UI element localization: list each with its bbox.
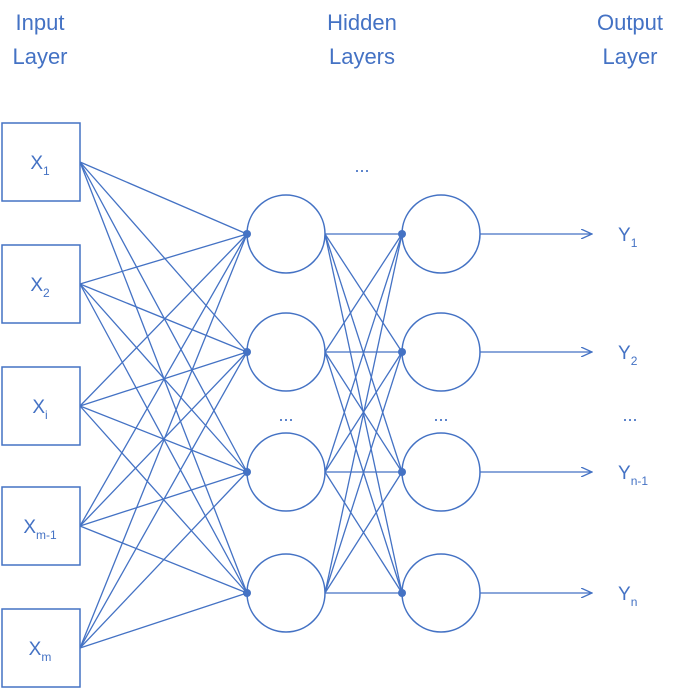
edge-input-2-to-hidden1-2 (79, 283, 248, 353)
input-node-1 (1, 122, 81, 202)
input-node-5 (1, 608, 81, 688)
edge-input-3-to-hidden1-1 (79, 233, 248, 407)
edge-input-5-to-hidden1-1 (79, 233, 248, 649)
hidden-layer-2-ellipsis: ... (433, 405, 448, 425)
hidden-layer-2-neuron-1 (401, 194, 481, 274)
connection-points (243, 230, 406, 597)
output-layer-title-line-1: Output (597, 10, 663, 35)
hidden-layers (246, 194, 481, 633)
hidden-layer-2-input-point-3 (398, 468, 406, 476)
hidden-layer-2-input-point-2 (398, 348, 406, 356)
edge-hidden1-4-to-hidden2-2 (324, 351, 403, 594)
edge-input-1-to-hidden1-1 (79, 161, 248, 235)
edge-input-5-to-hidden1-4 (79, 592, 248, 649)
hidden-layer-1-neuron-4 (246, 553, 326, 633)
edge-input-2-to-hidden1-3 (79, 283, 248, 473)
output-label-2: Y2 (618, 343, 638, 368)
hidden-layer-1-input-point-2 (243, 348, 251, 356)
input-node-3 (1, 366, 81, 446)
input-layer (1, 122, 81, 688)
edge-hidden1-2-to-hidden2-1 (324, 233, 403, 353)
edge-hidden1-4-to-hidden2-3 (324, 471, 403, 594)
hidden-layer-1-neuron-2 (246, 312, 326, 392)
edge-hidden1-4-to-hidden2-1 (324, 233, 403, 594)
input-node-label-3: Xi (32, 397, 47, 422)
hidden-layer-2-input-point-4 (398, 589, 406, 597)
input-layer-title-line-2: Layer (12, 44, 67, 69)
hidden-layer-2-input-point-1 (398, 230, 406, 238)
hidden-layers-title-line-1: Hidden (327, 10, 397, 35)
output-label-4: Yn (618, 584, 637, 609)
output-label-1: Y1 (618, 225, 638, 250)
connections (79, 161, 403, 649)
hidden-layer-1-input-point-3 (243, 468, 251, 476)
edge-input-4-to-hidden1-2 (79, 351, 248, 527)
edge-input-5-to-hidden1-3 (79, 471, 248, 649)
edge-input-4-to-hidden1-1 (79, 233, 248, 527)
hidden-layers-title-line-2: Layers (329, 44, 395, 69)
edge-input-1-to-hidden1-3 (79, 161, 248, 473)
output-layer-title-line-2: Layer (602, 44, 657, 69)
output-arrows (480, 234, 592, 593)
edge-input-2-to-hidden1-1 (79, 233, 248, 285)
hidden-layer-1-neuron-1 (246, 194, 326, 274)
hidden-layer-1-input-point-1 (243, 230, 251, 238)
input-node-4 (1, 486, 81, 566)
hidden-layer-1-ellipsis: ... (278, 405, 293, 425)
output-label-3: Yn-1 (618, 463, 648, 488)
edge-input-5-to-hidden1-2 (79, 351, 248, 649)
hidden-layer-1-input-point-4 (243, 589, 251, 597)
edge-input-1-to-hidden1-2 (79, 161, 248, 353)
input-node-2 (1, 244, 81, 324)
hidden-layer-2-neuron-2 (401, 312, 481, 392)
edge-hidden1-3-to-hidden2-1 (324, 233, 403, 473)
output-ellipsis: ... (622, 405, 637, 425)
input-layer-title-line-1: Input (16, 10, 65, 35)
hidden-layer-2-neuron-3 (401, 432, 481, 512)
hidden-layer-2-neuron-4 (401, 553, 481, 633)
hidden-layer-1-neuron-3 (246, 432, 326, 512)
hidden-layers-ellipsis: ... (354, 156, 369, 176)
